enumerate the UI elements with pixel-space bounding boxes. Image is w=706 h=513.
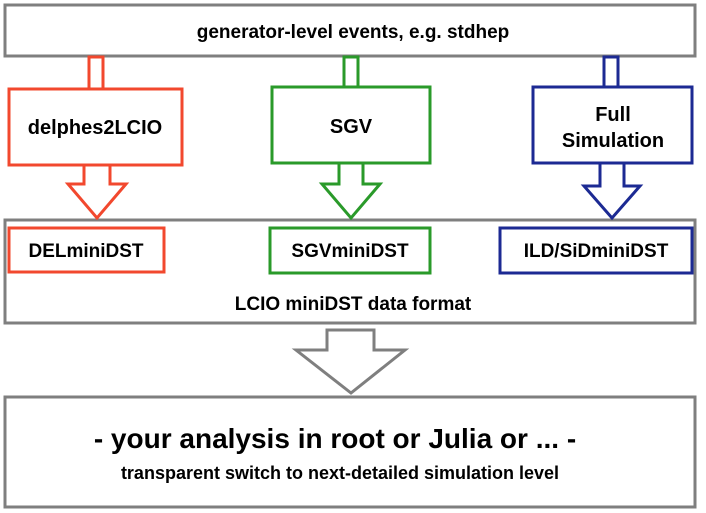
arrow-fullsim-to-dst — [580, 161, 644, 221]
analysis-box: - your analysis in root or Julia or ... … — [3, 395, 697, 509]
sgv-label: SGV — [330, 116, 373, 138]
generator-events-box: generator-level events, e.g. stdhep — [3, 3, 697, 58]
lcio-format-label: LCIO miniDST data format — [235, 294, 472, 315]
delminidst-box — [7, 226, 166, 274]
arrow-sgv-to-dst — [318, 161, 384, 221]
full-simulation-label-line2: Simulation — [562, 130, 664, 152]
sgvminidst-label: SGVminiDST — [291, 241, 409, 262]
delphes2lcio-box — [7, 87, 184, 167]
column-sgv: SGV SGVminiDST — [268, 55, 432, 275]
arrow-top-to-delphes — [87, 55, 105, 91]
analysis-box-frame — [3, 395, 697, 509]
generator-events-box-frame — [3, 3, 697, 58]
arrow-format-to-analysis — [291, 328, 410, 395]
delphes2lcio-label: delphes2LCIO — [28, 117, 162, 139]
arrow-top-to-fullsim — [602, 55, 620, 89]
generator-events-label: generator-level events, e.g. stdhep — [197, 22, 510, 43]
delminidst-label: DELminiDST — [28, 241, 143, 262]
full-simulation-label-line1: Full — [595, 104, 631, 126]
ild-sid-minidst-box — [498, 226, 694, 275]
arrow-top-to-sgv — [342, 55, 360, 89]
sgvminidst-box — [268, 226, 432, 275]
column-delphes: delphes2LCIO DELminiDST — [7, 55, 184, 274]
analysis-subtitle: transparent switch to next-detailed simu… — [121, 463, 559, 483]
full-simulation-box — [531, 85, 694, 165]
ild-sid-minidst-label: ILD/SiDminiDST — [524, 241, 669, 262]
arrow-delphes-to-dst — [64, 163, 130, 221]
analysis-title: - your analysis in root or Julia or ... … — [94, 423, 576, 454]
column-full-simulation: Full Simulation ILD/SiDminiDST — [498, 55, 694, 275]
